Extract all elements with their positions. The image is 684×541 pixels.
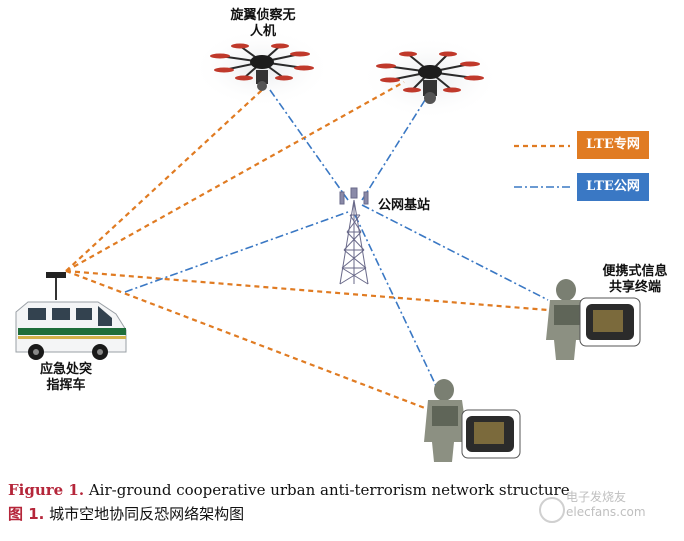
caption-zh-prefix: 图 1. bbox=[8, 505, 45, 523]
command-vehicle-icon bbox=[15, 272, 127, 360]
link-vehicle-terminal1 bbox=[65, 269, 549, 312]
watermark: 电子发烧友 elecfans.com bbox=[566, 490, 646, 519]
link-drone2-base bbox=[361, 99, 426, 201]
vehicle-label: 应急处突 指挥车 bbox=[39, 362, 92, 394]
soldier-icon bbox=[424, 379, 468, 462]
link-vehicle-base bbox=[124, 211, 349, 293]
caption-english: Figure 1. Air-ground cooperative urban a… bbox=[8, 481, 570, 499]
caption-zh-text: 城市空地协同反恐网络架构图 bbox=[44, 505, 245, 523]
base-station-tower-icon bbox=[339, 187, 369, 285]
terminal-label: 便携式信息 共享终端 bbox=[602, 264, 668, 296]
caption-en-text: Air-ground cooperative urban anti-terror… bbox=[84, 481, 570, 499]
caption-en-prefix: Figure 1. bbox=[8, 481, 85, 499]
lte-public-links bbox=[124, 89, 549, 391]
link-base-terminal1 bbox=[361, 204, 549, 301]
watermark-logo-icon bbox=[539, 497, 565, 523]
drone-icon bbox=[376, 51, 484, 104]
caption-chinese: 图 1. 城市空地协同反恐网络架构图 bbox=[8, 503, 244, 524]
drone-label: 旋翼侦察无 人机 bbox=[230, 8, 296, 40]
tablet-terminal-icon bbox=[579, 297, 641, 347]
tablet-terminal-icon bbox=[461, 409, 521, 459]
lte-private-links bbox=[65, 81, 549, 412]
link-vehicle-drone2 bbox=[65, 81, 405, 272]
drone-icon bbox=[210, 43, 314, 91]
base-station-label: 公网基站 bbox=[378, 198, 431, 213]
link-base-terminal2 bbox=[354, 214, 439, 391]
legend-lte-public: LTE公网 bbox=[577, 173, 649, 201]
soldier-icon bbox=[546, 279, 590, 360]
legend-lte-private: LTE专网 bbox=[577, 131, 649, 159]
link-vehicle-drone1 bbox=[65, 89, 263, 272]
link-vehicle-terminal2 bbox=[65, 269, 431, 412]
link-drone1-base bbox=[269, 89, 349, 201]
